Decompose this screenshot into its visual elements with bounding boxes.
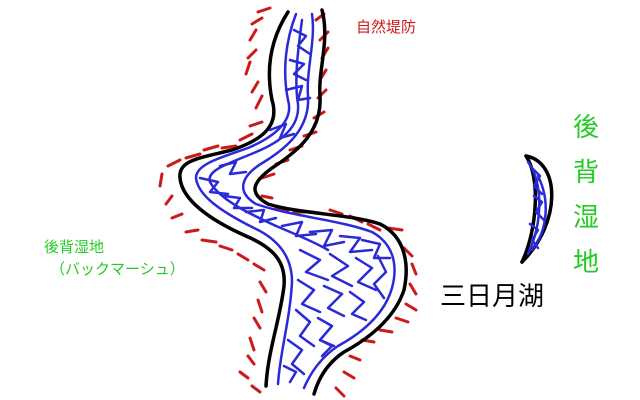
natural-levee-label: 自然堤防 bbox=[356, 18, 417, 36]
backmarsh-label-right-char: 地 bbox=[572, 248, 599, 278]
backmarsh-label-left-reading: （バックマーシュ） bbox=[50, 260, 185, 278]
backmarsh-label-right-char: 背 bbox=[572, 158, 599, 188]
backmarsh-label-left: 後背湿地 bbox=[44, 238, 105, 256]
backmarsh-label-right-char: 後 bbox=[572, 113, 599, 143]
backmarsh-label-right-char: 湿 bbox=[572, 203, 599, 233]
backmarsh-label-right: 後 背 湿 地 bbox=[568, 106, 604, 286]
natural-levee-marks bbox=[158, 6, 418, 398]
river-banks bbox=[178, 8, 554, 396]
oxbow-lake-label: 三日月湖 bbox=[440, 282, 545, 312]
river-water bbox=[194, 12, 547, 390]
